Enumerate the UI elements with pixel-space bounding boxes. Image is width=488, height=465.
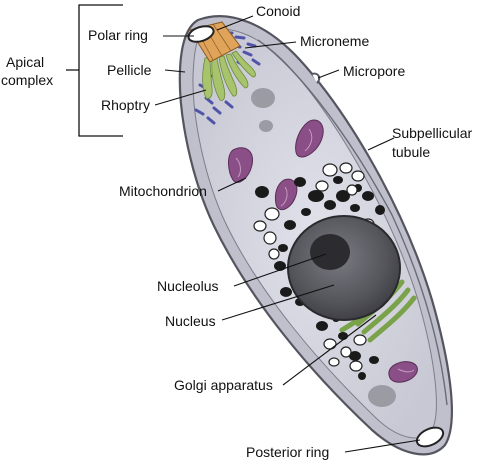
polar-ring-shape bbox=[187, 25, 215, 43]
mitochondria bbox=[228, 119, 418, 383]
label-apical-complex-1: Apical bbox=[6, 54, 44, 70]
nucleolus-shape bbox=[310, 234, 350, 270]
labels: Apical complex Polar ring Conoid Microne… bbox=[1, 3, 472, 460]
label-polar-ring: Polar ring bbox=[88, 27, 148, 43]
apical-complex-structures bbox=[187, 21, 261, 125]
label-posterior-ring: Posterior ring bbox=[246, 444, 329, 460]
label-golgi-apparatus: Golgi apparatus bbox=[174, 377, 273, 393]
label-micropore: Micropore bbox=[343, 63, 405, 79]
leader-lines bbox=[154, 15, 421, 453]
label-apical-complex-2: complex bbox=[1, 72, 53, 88]
label-rhoptry: Rhoptry bbox=[101, 97, 150, 113]
label-subpellicular-1: Subpellicular bbox=[392, 125, 472, 141]
nucleus-shape bbox=[287, 215, 401, 321]
apical-complex-bracket bbox=[66, 4, 123, 137]
subpellicular-tubule bbox=[257, 39, 448, 406]
label-mitochondrion: Mitochondrion bbox=[119, 183, 207, 199]
label-microneme: Microneme bbox=[300, 33, 369, 49]
rhoptries bbox=[202, 50, 256, 101]
label-nucleolus: Nucleolus bbox=[157, 278, 218, 294]
posterior-ring-shape bbox=[415, 426, 445, 448]
label-subpellicular-2: tubule bbox=[392, 144, 430, 160]
label-pellicle: Pellicle bbox=[107, 62, 152, 78]
micropore-shape bbox=[311, 72, 321, 84]
label-conoid: Conoid bbox=[256, 3, 300, 19]
label-nucleus: Nucleus bbox=[165, 313, 216, 329]
